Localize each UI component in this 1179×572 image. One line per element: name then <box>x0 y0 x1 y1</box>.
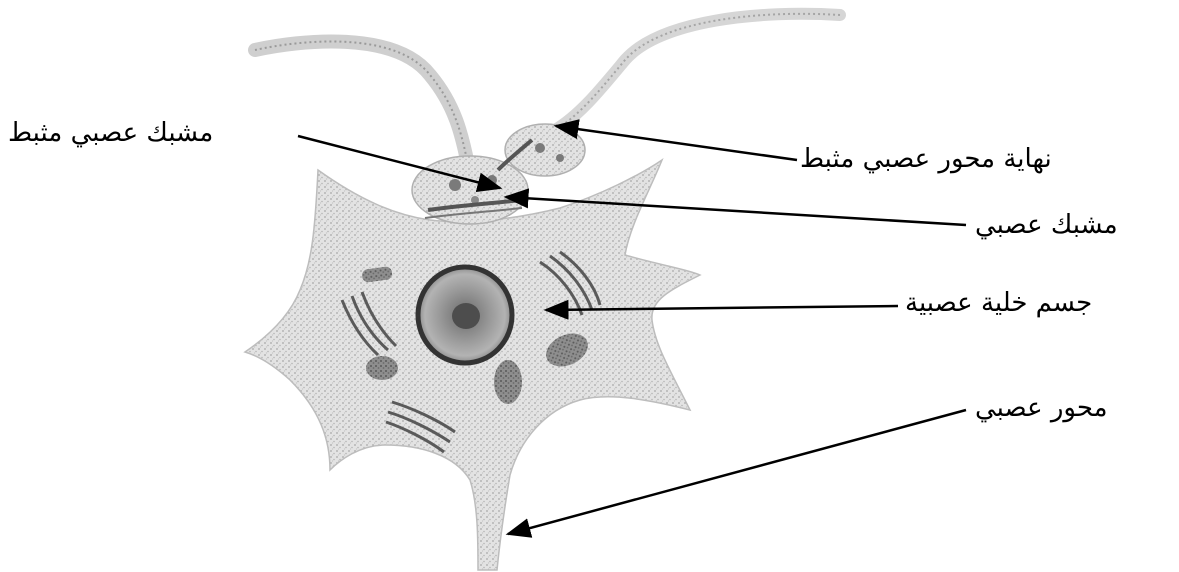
label-inhibitory-synapse: مشبك عصبي مثبط <box>8 120 213 146</box>
incoming-axon-right <box>555 14 840 130</box>
arrow-inhibitory-terminal <box>556 126 797 160</box>
mitochondrion <box>494 360 522 404</box>
label-synapse: مشبك عصبي <box>975 212 1118 238</box>
arrow-axon <box>508 410 966 534</box>
incoming-axon-left <box>255 41 468 165</box>
label-inhibitory-axon-terminal: نهاية محور عصبي مثبط <box>800 146 1052 172</box>
inhibitory-terminal-blob <box>505 124 585 176</box>
label-axon: محور عصبي <box>975 395 1108 421</box>
mitochondrion <box>366 356 398 380</box>
nucleolus <box>452 303 480 329</box>
label-neuron-cell-body: جسم خلية عصبية <box>905 290 1092 316</box>
